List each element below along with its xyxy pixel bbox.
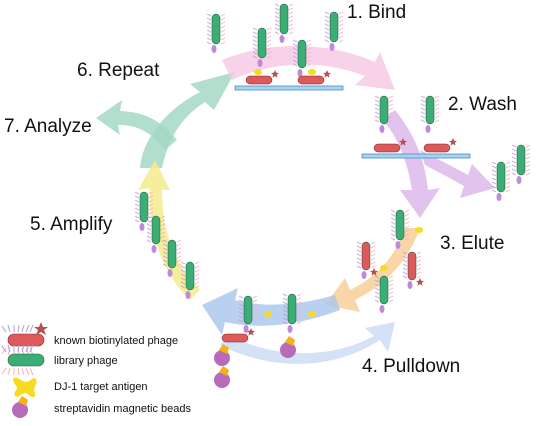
known-phage-pulldown [221, 328, 255, 343]
arrow-elute [325, 228, 420, 312]
phage-amplify-1 [134, 191, 154, 231]
antigen-elute-1 [415, 227, 423, 233]
known-phage-wash-1 [373, 138, 407, 153]
phage-discard-2 [511, 144, 531, 184]
legend-antigen-icon [13, 377, 37, 398]
step-label-wash: 2. Wash [448, 94, 517, 115]
antigen-pulldown-1 [264, 311, 272, 317]
antigen-elute-2 [380, 265, 388, 271]
legend-library-phage-icon [1, 344, 45, 376]
step-label-analyze: 7. Analyze [4, 116, 92, 137]
bind-surface [234, 85, 344, 91]
legend-label-library-phage: library phage [54, 355, 118, 367]
phage-amplify-3 [162, 239, 182, 277]
legend-known-phage-icon [1, 322, 48, 356]
step-label-elute: 3. Elute [440, 233, 505, 254]
arrow-wash [383, 110, 440, 218]
phage-wash-1 [374, 95, 394, 133]
known-phage-bind-1 [245, 70, 279, 85]
legend-label-known-phage: known biotinylated phage [54, 335, 179, 347]
phage-wash-2 [420, 95, 440, 133]
step-label-pulldown: 4. Pulldown [362, 356, 461, 377]
bead-pulldown-1 [214, 344, 230, 366]
phage-elute-3 [402, 251, 424, 289]
wash-surface [361, 153, 471, 159]
bead-pulldown-2 [280, 336, 296, 358]
phage-discard-1 [491, 161, 511, 201]
phage-bind-5 [292, 39, 312, 77]
step-label-amplify: 5. Amplify [30, 214, 113, 235]
phage-bind-2 [252, 27, 272, 67]
phage-amplify-2 [146, 215, 166, 253]
antigen-pulldown-2 [308, 311, 316, 317]
arrow-analyze [96, 100, 177, 150]
phage-elute-2 [356, 241, 378, 279]
step-label-repeat: 6. Repeat [77, 60, 160, 81]
arrow-amplify [138, 160, 200, 300]
antigen-bind-1 [254, 69, 262, 75]
phage-amplify-4 [180, 261, 200, 299]
antigen-bind-2 [308, 69, 316, 75]
phage-bind-1 [206, 13, 226, 53]
legend-label-beads: streptavidin magnetic beads [54, 403, 191, 415]
bead-pulldown-3 [214, 366, 230, 388]
arrow-bind [222, 45, 395, 90]
known-phage-bind-2 [297, 70, 331, 85]
legend-label-antigen: DJ-1 target antigen [54, 381, 148, 393]
phage-bind-4 [324, 11, 344, 51]
phage-elute-1 [390, 209, 410, 249]
legend-bead-icon [12, 396, 28, 418]
arrow-wash-discard [420, 150, 495, 198]
phage-bind-3 [274, 3, 294, 43]
phage-pulldown-1 [282, 293, 302, 333]
arrow-pulldown [202, 288, 340, 335]
known-phage-wash-2 [423, 138, 457, 153]
arrow-pulldown-band [220, 322, 395, 364]
step-label-bind: 1. Bind [347, 2, 407, 23]
phage-elute-4 [374, 275, 394, 313]
